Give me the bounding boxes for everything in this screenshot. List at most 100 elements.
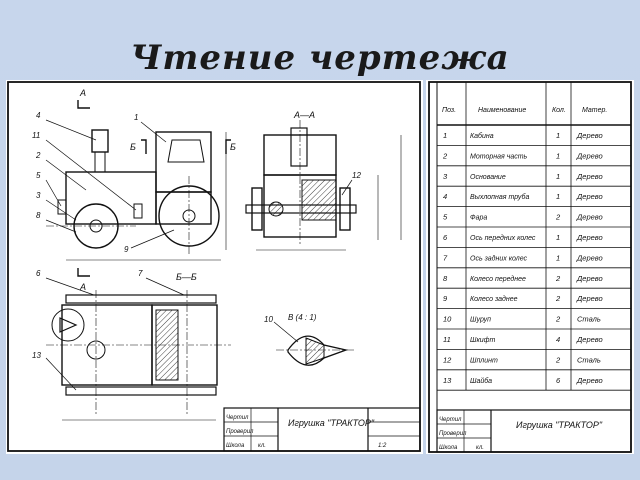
spec-row-pos: 1: [443, 131, 447, 140]
leader-10: 10: [264, 315, 273, 324]
spec-row: 3 Основание 1 Дерево: [443, 172, 603, 181]
spec-row-pos: 9: [443, 294, 448, 303]
spec-row-pos: 5: [443, 213, 448, 222]
spec-row-material: Дерево: [576, 274, 603, 283]
spec-tb-row-2: Проверил: [439, 431, 467, 437]
spec-row-material: Дерево: [576, 253, 603, 262]
section-label-a: А: [79, 88, 86, 98]
spec-row-material: Дерево: [576, 294, 603, 303]
drawing-title-block: [223, 407, 421, 452]
section-bb-label: Б—Б: [176, 272, 197, 282]
spec-row-material: Дерево: [576, 233, 603, 242]
drawing-frame: [7, 81, 421, 452]
spec-row-qty: 4: [556, 335, 560, 344]
spec-row-name: Шкифт: [470, 337, 495, 344]
spec-row-qty: 1: [556, 172, 560, 181]
spec-row-qty: 1: [556, 233, 560, 242]
leader-2: 2: [35, 151, 41, 160]
headlight: [57, 199, 67, 215]
spec-row-name: Ось передних колес: [470, 234, 536, 242]
spec-row-qty: 6: [556, 376, 561, 385]
spec-row-material: Сталь: [577, 315, 601, 324]
spec-row-name: Шайба: [470, 377, 492, 385]
spec-tb-row-1: Чертил: [439, 417, 462, 423]
spec-row-pos: 12: [443, 355, 452, 364]
section-aa-view: [245, 120, 402, 251]
leader-1: 1: [134, 113, 138, 122]
assembly-drawing: А А Б Б А—А Б—Б В (4 : 1): [7, 81, 421, 452]
spec-row-qty: 2: [555, 294, 561, 303]
spec-row-qty: 2: [555, 274, 561, 283]
detail-v-view: [276, 335, 356, 366]
title-block-row-1: Чертил: [226, 415, 249, 421]
assembly-drawing-sheet: А А Б Б А—А Б—Б В (4 : 1): [6, 80, 423, 454]
spec-row-qty: 1: [556, 253, 560, 262]
spec-row-name: Кабина: [470, 132, 494, 140]
leader-13: 13: [32, 351, 41, 360]
spec-row-name: Шуруп: [470, 317, 491, 324]
leader-12: 12: [352, 171, 361, 180]
title-block-sheet: 1:2: [378, 443, 387, 449]
spec-header-qty: Кол.: [552, 107, 566, 114]
spec-row-qty: 2: [555, 355, 561, 364]
spec-row: 8 Колесо переднее 2 Дерево: [443, 274, 603, 283]
spec-row-name: Колесо переднее: [470, 275, 526, 283]
spec-row-pos: 8: [443, 274, 448, 283]
spec-row-material: Сталь: [577, 355, 601, 364]
spec-row-name: Ось задних колес: [470, 254, 528, 262]
spec-row: 7 Ось задних колес 1 Дерево: [443, 253, 603, 262]
spec-header-pos: Поз.: [442, 107, 456, 114]
spec-row-pos: 2: [442, 151, 448, 160]
spec-row-pos: 3: [443, 172, 448, 181]
section-aa-label: А—А: [293, 110, 315, 120]
spec-row: 13 Шайба 6 Дерево: [443, 376, 603, 385]
spec-row-qty: 1: [556, 151, 560, 160]
spec-row-pos: 7: [443, 253, 448, 262]
spec-row-material: Дерево: [576, 131, 603, 140]
section-label-b: Б: [130, 142, 136, 152]
spec-row-qty: 2: [555, 213, 561, 222]
spec-row-pos: 4: [443, 192, 447, 201]
detail-v-label: В (4 : 1): [288, 313, 317, 322]
front-view: [46, 129, 227, 261]
title-block-row-2: Проверил: [226, 429, 254, 435]
detail-v-callout: [51, 308, 85, 342]
spec-row-material: Дерево: [576, 376, 603, 385]
leader-8: 8: [36, 211, 41, 220]
leader-7: 7: [138, 269, 143, 278]
spec-row-qty: 1: [556, 131, 560, 140]
leader-4: 4: [36, 111, 41, 120]
spec-row-material: Дерево: [576, 172, 603, 181]
leader-11: 11: [32, 131, 40, 140]
spec-row-name: Основание: [470, 174, 506, 181]
top-view: [46, 290, 231, 421]
leader-9: 9: [124, 245, 129, 254]
title-block-unit: кл.: [258, 443, 266, 449]
spec-row-material: Дерево: [576, 335, 603, 344]
spec-row-name: Выхлопная труба: [470, 193, 529, 201]
spec-row: 1 Кабина 1 Дерево: [443, 131, 603, 140]
spec-row-pos: 6: [443, 233, 448, 242]
spec-header-name: Наименование: [478, 107, 526, 114]
exhaust-base: [94, 151, 106, 173]
spec-row-material: Дерево: [576, 192, 603, 201]
section-label-b-right: Б: [230, 142, 236, 152]
cabin-window: [167, 139, 205, 163]
spec-tb-unit: кл.: [476, 445, 484, 451]
spec-row-material: Дерево: [576, 213, 603, 222]
spec-header-material: Матер.: [582, 107, 607, 114]
spec-row-qty: 2: [555, 315, 561, 324]
leader-3: 3: [36, 191, 41, 200]
spec-row-pos: 13: [443, 376, 452, 385]
title-block-row-3: Школа: [226, 443, 245, 449]
slide-title: Чтение чертежа: [130, 38, 510, 78]
spec-row-material: Дерево: [576, 151, 603, 160]
